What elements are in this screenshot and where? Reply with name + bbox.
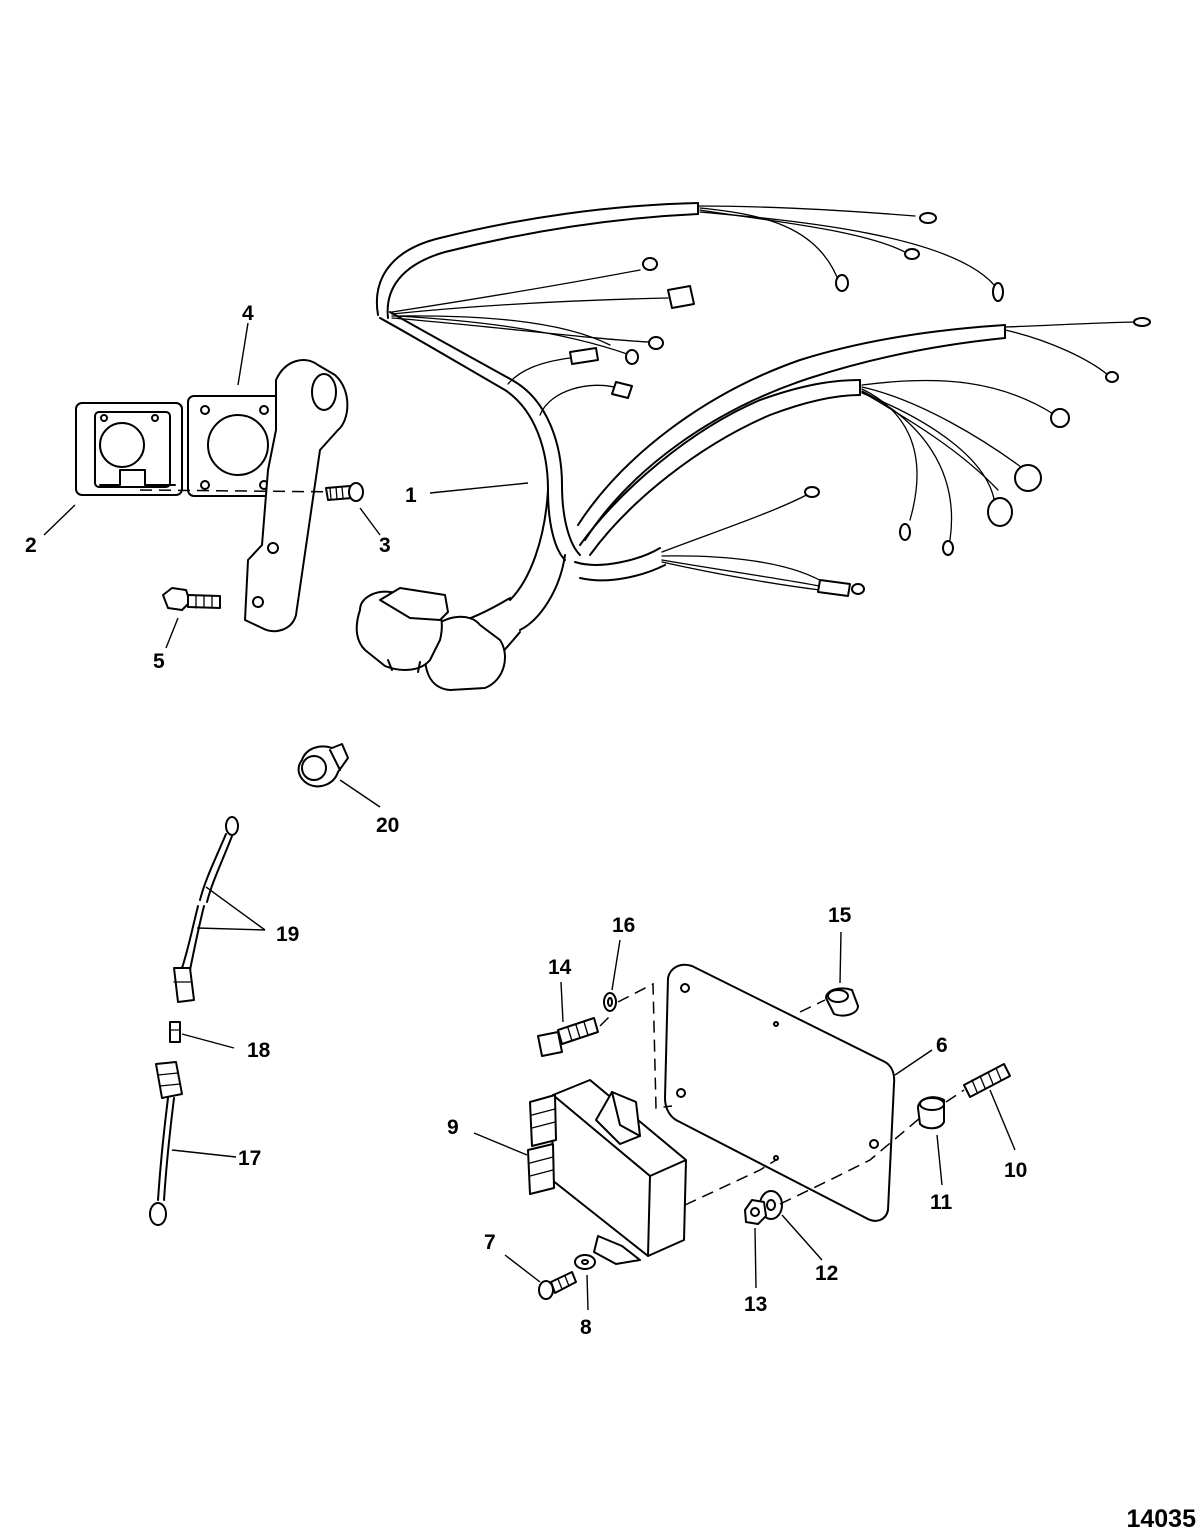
callouts: 1 2 3 4 5 6 7 8 9 10 11 12 13 14 15 16 1… <box>25 302 1027 1339</box>
callout-7: 7 <box>484 1231 496 1254</box>
drawing-number: 14035 <box>1126 1505 1196 1533</box>
callout-12: 12 <box>815 1262 838 1285</box>
leader-5 <box>165 617 179 649</box>
callout-11: 11 <box>930 1191 953 1214</box>
leader-12 <box>781 1214 823 1261</box>
leader-11 <box>936 1134 943 1186</box>
callout-2: 2 <box>25 534 37 557</box>
callout-9: 9 <box>447 1116 459 1139</box>
bolt-part <box>162 587 221 611</box>
terminal-part <box>169 1021 181 1043</box>
mounting-plate-part <box>664 963 896 1222</box>
ignition-module-part <box>527 1079 687 1265</box>
leader-17 <box>171 1149 237 1158</box>
callout-3: 3 <box>379 534 391 557</box>
suppressor-lead-part <box>149 1061 183 1226</box>
leader-7 <box>504 1254 541 1283</box>
leader-16 <box>611 939 621 991</box>
callout-19: 19 <box>276 923 299 946</box>
wiring-harness-part <box>355 202 1151 691</box>
callout-8: 8 <box>580 1316 592 1339</box>
leader-10 <box>989 1089 1016 1151</box>
callout-6: 6 <box>936 1034 948 1057</box>
leader-13 <box>754 1227 757 1289</box>
callout-18: 18 <box>247 1039 271 1062</box>
leader-20 <box>339 779 381 808</box>
spacer-part <box>825 987 859 1017</box>
stud-part <box>963 1063 1011 1098</box>
leader-2 <box>43 504 76 536</box>
callout-17: 17 <box>238 1147 261 1170</box>
washer-part <box>574 1254 596 1270</box>
screw-part <box>325 482 364 502</box>
leader-8 <box>586 1274 589 1311</box>
leader-19b <box>196 927 266 931</box>
assembly-lines <box>599 982 965 1206</box>
callout-5: 5 <box>153 650 165 673</box>
callout-4: 4 <box>242 302 254 325</box>
plate-bolt-part <box>537 1017 599 1057</box>
leader-1 <box>429 482 529 494</box>
leader-4 <box>237 322 249 386</box>
nut-part <box>744 1199 767 1225</box>
callout-1: 1 <box>405 484 417 507</box>
leader-lines <box>43 322 1016 1311</box>
stud-spacer-part <box>917 1096 945 1130</box>
callout-13: 13 <box>744 1293 767 1316</box>
grommet-part <box>75 402 183 496</box>
leader-19a <box>205 886 266 931</box>
leader-18 <box>181 1033 235 1049</box>
lead-wire-part <box>173 816 239 1003</box>
leader-14 <box>560 981 564 1023</box>
leader-3 <box>359 507 381 536</box>
leader-15 <box>839 931 842 984</box>
module-screw-part <box>538 1271 577 1300</box>
callout-14: 14 <box>548 956 572 979</box>
callout-15: 15 <box>828 904 852 927</box>
leader-9 <box>473 1132 528 1156</box>
callout-16: 16 <box>612 914 635 937</box>
lock-washer-part <box>603 992 617 1012</box>
callout-20: 20 <box>376 814 399 837</box>
gasket-plate-part <box>139 359 349 633</box>
leader-6 <box>894 1049 933 1076</box>
boot-part <box>297 743 349 788</box>
callout-10: 10 <box>1004 1159 1027 1182</box>
